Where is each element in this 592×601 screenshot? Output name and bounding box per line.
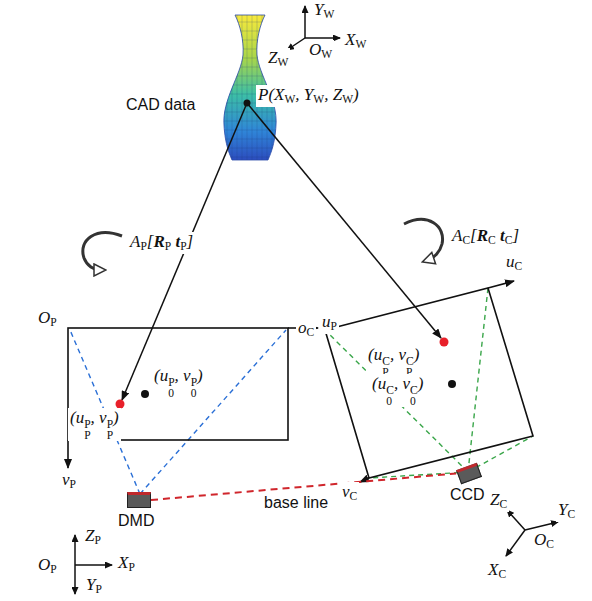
point-label: (uP0, vP0) [152,366,205,399]
device-label: CCD [448,485,487,504]
device-body [456,463,482,485]
edge-label: base line [262,493,330,512]
axis-label: ZP [83,526,103,548]
axis-label: YC [556,500,577,522]
axis-label: vP [60,470,78,492]
cad-vase [215,10,285,165]
transform-arrow [83,233,122,270]
axis-label: XC [486,560,508,582]
axis-label: OW [307,40,334,62]
transform-arrow [404,220,443,260]
world-point [244,100,251,107]
axis-label: YW [312,0,336,22]
camera-device: CCD [446,462,492,508]
projector-device: DMD [116,490,160,534]
axis-label: uP [320,312,339,334]
projector-image-plane [68,328,318,494]
transform-label: AC[RC tC] [450,226,521,248]
point-label: (uC0, vC0) [370,374,425,407]
axis-label: OP [36,555,59,577]
transform-label: AP[RP tP] [128,232,195,254]
device-label: DMD [116,511,156,530]
axis-label: OP [36,308,59,330]
camera-image-plane [325,281,533,482]
image-point [440,338,449,347]
point-label: P(XW, YW, ZW) [256,85,361,107]
axis-label: oC [296,318,316,340]
cad-model: CAD data P(XW, YW, ZW) [110,5,370,170]
axis-label: XP [116,553,137,575]
axis-label: YP [84,575,104,597]
axis-label: ZW [266,48,290,70]
axis-label: OC [532,530,556,552]
axis-label: vC [340,482,359,504]
point-label: (uPP, vPP) [68,408,121,441]
axis-label: XW [343,30,368,52]
device-body [127,492,151,508]
camera-axes [506,510,558,556]
axis-label: uC [504,252,524,274]
axis-label: ZC [488,490,509,512]
projection-ray [247,103,441,338]
projection-ray [122,103,247,400]
model-label: CAD data [124,95,197,114]
